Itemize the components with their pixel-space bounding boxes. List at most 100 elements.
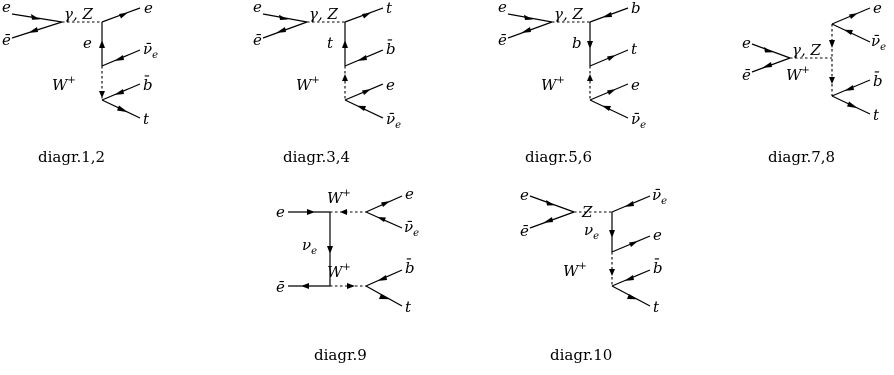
label-boson: γ, Z	[309, 5, 339, 23]
label-propagator: t	[327, 34, 334, 52]
arrow-head	[276, 27, 286, 33]
arrow-head	[301, 283, 309, 289]
arrow-head	[764, 47, 773, 53]
label-e-out: e	[873, 0, 882, 17]
arrow-head	[279, 14, 288, 20]
label-w-bot: W+	[327, 262, 351, 281]
arrow-head	[362, 12, 371, 19]
caption: diagr.5,6	[525, 148, 592, 166]
arrow-head	[849, 13, 858, 19]
arrow-head	[119, 12, 128, 19]
arrow-head	[357, 105, 366, 111]
label-nubar: ν̄e	[631, 110, 646, 131]
label-e-in: e	[520, 186, 529, 204]
label-e-out: e	[631, 76, 640, 94]
label-e-out: e	[144, 0, 153, 17]
arrow-head	[99, 91, 105, 98]
arrow-head	[543, 217, 553, 223]
diagram-9: e ē W+ W+ νe e ν̄e b̄ t diagr.9	[276, 185, 419, 364]
arrow-head	[607, 55, 616, 61]
arrow-head	[362, 89, 371, 95]
label-bbar: b̄	[386, 40, 396, 58]
label-ebar-in: ē	[253, 31, 262, 49]
label-t: t	[143, 110, 150, 128]
label-bbar: b̄	[653, 259, 663, 277]
label-ebar-in: ē	[520, 222, 529, 240]
diagram-10: e ē Z ν̄e νe e W+ b̄ t diagr.10	[520, 186, 667, 364]
label-nu: νe	[584, 221, 599, 242]
arrow-head	[307, 209, 315, 215]
diagram-5-6: e ē γ, Z b b t W+ e ν̄e diagr.5,6	[498, 0, 646, 166]
label-t: t	[653, 298, 660, 316]
label-boson: γ, Z	[554, 5, 584, 23]
label-ebar-in: ē	[498, 31, 507, 49]
label-t: t	[873, 106, 880, 124]
label-boson: Z	[581, 203, 593, 221]
arrow-head	[342, 74, 348, 81]
label-nubar: ν̄e	[404, 218, 419, 239]
label-propagator: e	[83, 34, 92, 52]
arrow-head	[629, 241, 638, 247]
label-e-in: e	[276, 203, 285, 221]
label-nubar: ν̄e	[871, 32, 886, 53]
arrow-head	[347, 283, 355, 289]
arrow-head	[327, 246, 333, 254]
label-w: W+	[541, 75, 565, 94]
arrow-head	[377, 275, 387, 281]
label-e-in: e	[253, 0, 262, 16]
label-nubar: ν̄e	[143, 40, 158, 61]
label-e-in: e	[498, 0, 507, 16]
arrow-head	[99, 40, 105, 48]
arrow-head	[521, 27, 531, 33]
label-t: t	[405, 298, 412, 316]
arrow-head	[607, 89, 616, 95]
arrow-head	[762, 62, 772, 68]
caption: diagr.3,4	[283, 148, 350, 166]
arrow-head	[847, 101, 858, 109]
label-boson: γ, Z	[64, 5, 94, 23]
arrow-head	[602, 105, 611, 111]
arrow-head	[114, 55, 124, 61]
caption: diagr.1,2	[38, 148, 105, 166]
arrow-head	[340, 209, 347, 215]
arrow-head	[609, 269, 615, 276]
diagram-3-4: e ē γ, Z t t b̄ W+ e ν̄e diagr.3,4	[253, 0, 401, 166]
arrow-head	[587, 74, 593, 81]
arrow-head	[377, 217, 386, 222]
arrow-head	[844, 29, 853, 35]
diagram-7-8: e ē γ, Z W+ e ν̄e b̄ t diagr.7,8	[742, 0, 886, 166]
label-ebar-in: ē	[2, 31, 11, 49]
caption: diagr.10	[550, 346, 612, 364]
label-ebar-in: ē	[742, 66, 751, 84]
label-bbar: b̄	[405, 259, 415, 277]
arrow-head	[342, 40, 348, 48]
label-e-in: e	[2, 0, 11, 16]
arrow-head	[379, 294, 390, 300]
label-e-out: e	[386, 76, 395, 94]
label-e-in: e	[742, 34, 751, 52]
arrow-head	[844, 85, 854, 91]
label-t-out: t	[386, 0, 393, 17]
label-w-top: W+	[327, 188, 351, 207]
arrow-head	[609, 230, 615, 238]
label-nubar: ν̄e	[386, 110, 401, 131]
arrow-head	[624, 201, 634, 207]
label-t-out: t	[631, 40, 638, 58]
label-ebar-in: ē	[276, 278, 285, 296]
arrow-head	[28, 27, 38, 33]
arrow-head	[31, 14, 40, 20]
arrow-head	[117, 105, 128, 113]
label-nubar: ν̄e	[652, 186, 667, 207]
incoming-electron-line	[751, 43, 791, 59]
label-w: W+	[786, 65, 810, 84]
label-e-out: e	[405, 185, 414, 203]
arrow-head	[114, 89, 124, 95]
arrow-head	[546, 200, 555, 206]
arrow-head	[829, 77, 835, 84]
arrow-head	[381, 201, 390, 207]
diagram-1-2: e ē γ, Z e e ν̄e W+ b̄ t diagr.1,2	[2, 0, 158, 166]
label-bbar: b̄	[873, 72, 883, 90]
label-propagator: b	[572, 34, 582, 52]
